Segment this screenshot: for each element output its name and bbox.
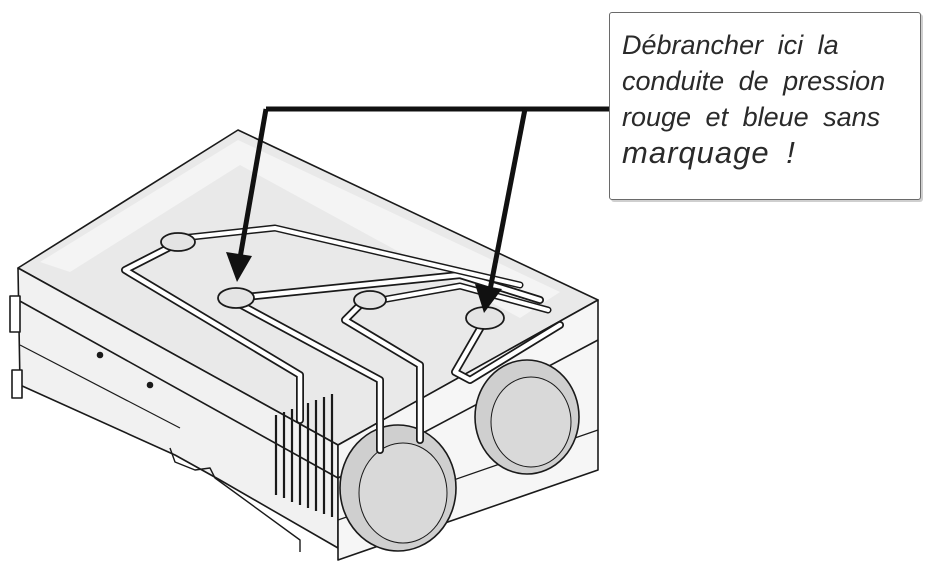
callout-leader-lines: [237, 106, 609, 291]
left-tab: [9, 295, 21, 333]
arrowhead-left: [226, 252, 252, 282]
front-port-right-inner: [490, 376, 572, 468]
screw-2: [146, 381, 154, 389]
callout-line-2: conduite de pression: [622, 66, 886, 96]
callout-line-3: rouge et bleue sans: [622, 102, 881, 132]
arrowhead-right: [475, 284, 502, 313]
housing-left-seam-lower: [19, 344, 181, 429]
controller-housing: [9, 129, 599, 561]
front-port-left-inner: [358, 442, 448, 544]
left-tab-lower: [11, 369, 23, 399]
callout-arrowheads: [226, 252, 502, 313]
leader-line-left-drop: [237, 108, 269, 259]
housing-foot: [169, 447, 301, 552]
pressure-connectors: [160, 232, 505, 330]
screw-1: [96, 351, 104, 359]
ribbed-edge: [274, 394, 334, 517]
housing-top-highlight: [40, 140, 560, 318]
pressure-tubing: [121, 224, 564, 454]
callout-line-1: Débrancher ici la: [622, 30, 839, 60]
callout-line-4: marquage !: [622, 135, 796, 170]
leader-line-right-drop: [487, 108, 528, 291]
pressure-connector-marked-red: [217, 287, 255, 309]
pressure-connector-middle: [353, 290, 387, 310]
callout-box: Débrancher ici la conduite de pression r…: [609, 12, 921, 200]
pressure-connector-left: [160, 232, 196, 252]
